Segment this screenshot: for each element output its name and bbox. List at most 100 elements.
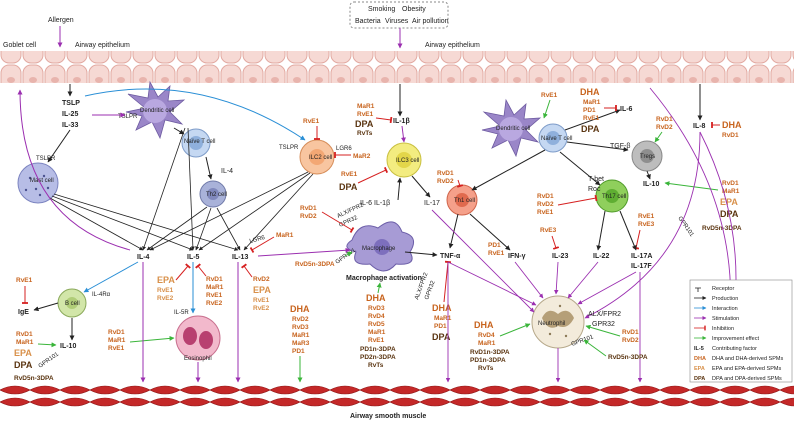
th17-to-il17 bbox=[619, 210, 637, 251]
il5-label: IL-5 bbox=[187, 254, 200, 261]
trigger-air-pollution: Air pollution bbox=[412, 18, 449, 25]
spm-center-5: PD1n-3DPA bbox=[360, 346, 396, 353]
spm-center-0: RvD3 bbox=[368, 305, 385, 312]
legend-receptor: Receptor bbox=[712, 286, 734, 292]
legend-production: Production bbox=[712, 296, 738, 302]
spm-macro-pd1: PD1 bbox=[292, 348, 305, 355]
goblet-label: Goblet cell bbox=[3, 42, 37, 49]
legend-key-dha: DHA bbox=[694, 356, 706, 362]
inhibit-il5-a bbox=[175, 263, 191, 281]
il10-tregs-label: IL-10 bbox=[643, 181, 659, 188]
spm-tnf-dpa: DPA bbox=[432, 332, 451, 342]
th17-label: Th17 cell bbox=[602, 194, 626, 200]
inhibit-il23 bbox=[551, 235, 560, 250]
inhibit-macro bbox=[321, 211, 355, 234]
spm-il10-rvd1: RvD1 bbox=[722, 180, 739, 187]
spm-th17-rve3: RvE3 bbox=[638, 221, 655, 228]
dc-to-naive bbox=[173, 127, 185, 135]
allergen-label: Allergen bbox=[48, 17, 74, 24]
il33-label: IL-33 bbox=[62, 122, 78, 129]
macro-activation-label: Macrophage activation bbox=[346, 275, 422, 282]
cytokine-production-lines bbox=[49, 127, 314, 251]
il6-il1b-label: IL-6 IL-1β bbox=[360, 200, 390, 207]
th2-label: Th2 cell bbox=[206, 192, 227, 198]
improve-tregs bbox=[654, 131, 663, 143]
dendritic-right-label: Dendritic cell bbox=[496, 126, 530, 132]
il1b-top: IL-1β bbox=[393, 118, 410, 125]
tslp-to-mast bbox=[47, 129, 71, 163]
il5r-label: IL-5R bbox=[174, 310, 189, 316]
spm-il13-rve1: RvE1 bbox=[253, 297, 270, 304]
mast-cell bbox=[17, 162, 59, 204]
spm-b-rvd1: RvD1 bbox=[16, 331, 33, 338]
inhibit-il5-b bbox=[195, 263, 207, 277]
spm-il5-r-rve1: RvE1 bbox=[206, 292, 223, 299]
improve-neu-c bbox=[499, 323, 531, 337]
legend-key-epa: EPA bbox=[694, 366, 705, 372]
legend-stimulation: Stimulation bbox=[712, 316, 739, 322]
legend-epa: EPA and EPA-derived SPMs bbox=[712, 366, 781, 372]
mast-label: Mast cell bbox=[30, 178, 54, 184]
legend-dpa: DPA and DPA-derived SPMs bbox=[712, 376, 782, 382]
spm-macro-rvd2: RvD2 bbox=[292, 316, 309, 323]
trigger-obesity: Obesity bbox=[402, 6, 426, 13]
spm-th17-rve1: RvE1 bbox=[638, 213, 655, 220]
trigger-viruses: Viruses bbox=[385, 18, 409, 25]
spm-right-rve1: RvE1 bbox=[583, 115, 600, 122]
spm-right-dha: DHA bbox=[580, 87, 600, 97]
legend-contributing: Contributing factor bbox=[712, 346, 757, 352]
neutrophil bbox=[531, 295, 585, 349]
spm-right-dpa: DPA bbox=[581, 124, 600, 134]
improve-neu-b bbox=[583, 339, 607, 357]
inhibit-il13-b bbox=[241, 263, 253, 278]
lgr6-b: LGR6 bbox=[249, 235, 266, 245]
spm-center-3: MaR1 bbox=[368, 329, 386, 336]
lgr6-a: LGR6 bbox=[336, 146, 352, 152]
spm-ifng-pd1: PD1 bbox=[488, 242, 501, 249]
inhibit-th1 bbox=[456, 179, 464, 188]
inhibit-il13 bbox=[249, 236, 275, 254]
airway-epithelium bbox=[0, 51, 794, 83]
improve-dc-right bbox=[543, 99, 551, 119]
tslpr-ilc2-label: TSLPR bbox=[279, 145, 299, 151]
spm-il13-rve2: RvE2 bbox=[253, 305, 270, 312]
spm-center-7: RvTs bbox=[368, 362, 384, 369]
neutrophil-label: Neutrophil bbox=[538, 321, 565, 327]
th17-to-il22 bbox=[596, 210, 606, 251]
il17f-label: IL-17F bbox=[631, 263, 652, 270]
il10-b-label: IL-10 bbox=[60, 343, 76, 350]
inhibit-tnf bbox=[443, 260, 452, 303]
il4ra-label: IL-4Rα bbox=[92, 292, 111, 298]
spm-b-epa: EPA bbox=[14, 348, 32, 358]
spm-tregs-rvd1: RvD1 bbox=[656, 116, 673, 123]
naive-to-th1 bbox=[471, 149, 546, 191]
b-cell-label: B cell bbox=[65, 301, 80, 307]
dendritic-cell-left bbox=[125, 80, 186, 140]
tslp-label: TSLP bbox=[62, 100, 80, 107]
il4-to-goblet bbox=[17, 89, 131, 251]
spm-il10-mar1: MaR1 bbox=[722, 188, 740, 195]
spm-tregs-rvd2: RvD2 bbox=[656, 124, 673, 131]
inhibit-il17af bbox=[632, 229, 641, 250]
b-to-ige bbox=[33, 302, 59, 312]
trigger-smoking: Smoking bbox=[368, 6, 395, 13]
il8-label: IL-8 bbox=[693, 123, 706, 130]
il1b-to-ilc3 bbox=[400, 125, 406, 143]
legend-interaction: Interaction bbox=[712, 306, 738, 312]
naive-to-tregs bbox=[566, 141, 629, 152]
il13-label: IL-13 bbox=[232, 254, 248, 261]
spm-ilc2-rve1: RvE1 bbox=[303, 118, 320, 125]
spm-mar2: MaR2 bbox=[353, 153, 371, 160]
tregs-to-il10 bbox=[646, 170, 651, 180]
ige-label: IgE bbox=[18, 309, 29, 316]
spm-right-pd1: PD1 bbox=[583, 107, 596, 114]
epithelium-label-right: Airway epithelium bbox=[425, 42, 480, 49]
legend-key-dpa: DPA bbox=[694, 376, 705, 382]
spm-il5-epa: EPA bbox=[157, 275, 175, 285]
il23-label: IL-23 bbox=[552, 253, 568, 260]
trigger-bacteria: Bacteria bbox=[355, 18, 381, 25]
il22-label: IL-22 bbox=[593, 253, 609, 260]
naive-to-th2 bbox=[205, 156, 213, 180]
improve-macro-act bbox=[376, 282, 382, 294]
gpr101-c: GPR101 bbox=[676, 216, 694, 239]
